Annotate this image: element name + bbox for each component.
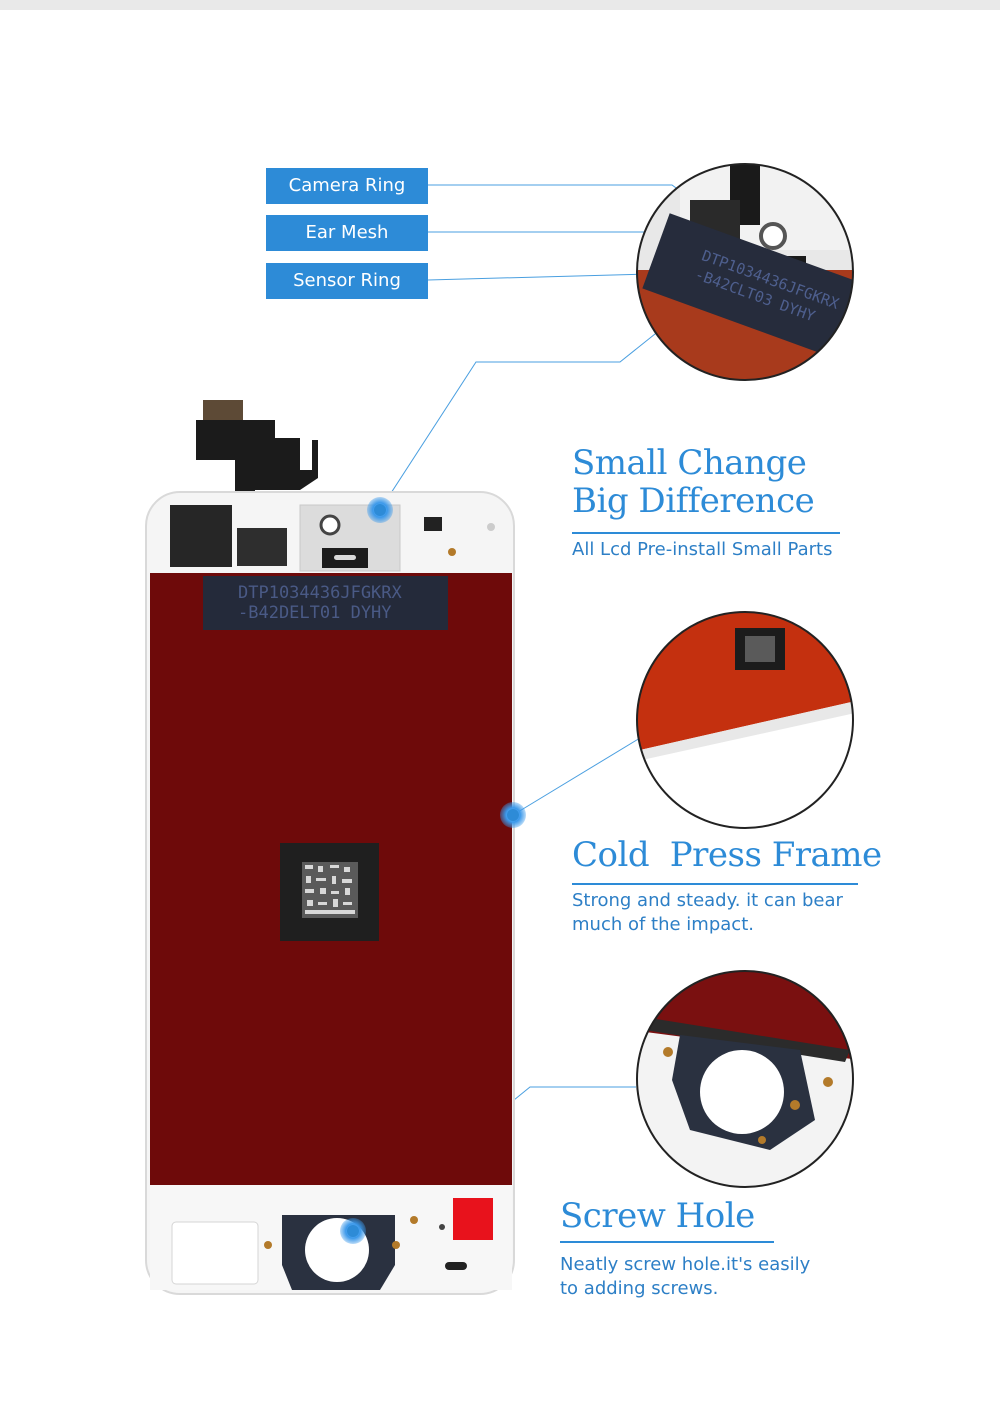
zoom-circle-top: DTP1034436JFGKRX -B42CLT03 DYHY [637, 164, 853, 380]
red-tab [453, 1198, 493, 1240]
feature-caption-2a: Strong and steady. it can bear [572, 890, 843, 911]
feature-rule-3 [560, 1241, 774, 1243]
camera-ring-tag: Camera Ring [266, 168, 428, 204]
feature-title-2: Cold Press Frame [572, 835, 882, 875]
feature-title-1a: Small Change [572, 443, 807, 483]
zoom-circle-screw [637, 971, 853, 1187]
top-chip [170, 505, 232, 567]
top-zoom-line [379, 329, 661, 511]
lcd-assembly: DTP1034436JFGKRX -B42DELT01 DYHY [145, 400, 515, 1295]
lcd-label [203, 576, 448, 630]
frame-zoom-line [512, 737, 641, 816]
zoom-circle-frame [637, 612, 853, 828]
flex-cable [196, 420, 318, 545]
lcd-label-line1: DTP1034436JFGKRX [238, 583, 403, 603]
sensor-ring-tag: Sensor Ring [266, 263, 428, 299]
feature-title-1b: Big Difference [572, 481, 815, 521]
feature-title-3: Screw Hole [560, 1196, 755, 1236]
feature-caption-3b: to adding screws. [560, 1278, 719, 1299]
feature-rule-2 [572, 883, 858, 885]
feature-rule-1 [572, 532, 840, 534]
ear-mesh-tag: Ear Mesh [266, 215, 428, 251]
feature-caption-2b: much of the impact. [572, 914, 754, 935]
feature-caption-1: All Lcd Pre-install Small Parts [572, 539, 833, 560]
feature-caption-3a: Neatly screw hole.it's easily [560, 1254, 811, 1275]
lcd-label-line2: -B42DELT01 DYHY [238, 603, 392, 623]
top-strip [0, 0, 1000, 10]
